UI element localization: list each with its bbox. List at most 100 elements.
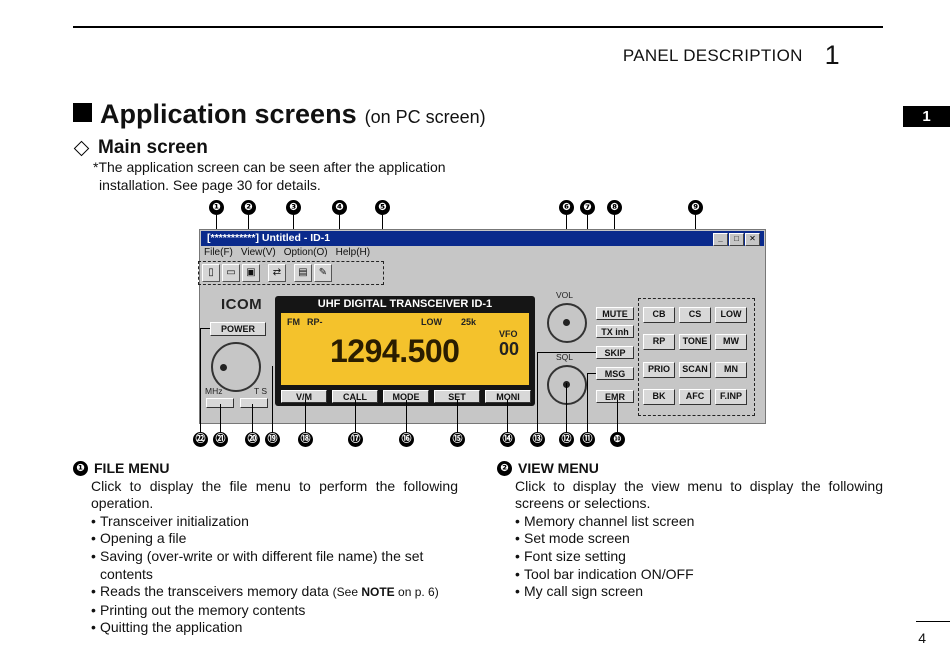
marker-4: ❹: [332, 200, 347, 215]
leader-20: [252, 404, 253, 432]
mw-button[interactable]: MW: [715, 334, 747, 350]
note-ref-bold: NOTE: [361, 585, 395, 600]
mhz-label: MHz: [205, 386, 223, 396]
mn-button[interactable]: MN: [715, 362, 747, 378]
marker-7: ❼: [580, 200, 595, 215]
msg-button[interactable]: MSG: [596, 367, 634, 380]
vm-button[interactable]: V/M: [281, 390, 327, 403]
sql-label: SQL: [556, 352, 574, 362]
minimize-icon[interactable]: _: [713, 233, 728, 246]
read-icon[interactable]: ⇄: [268, 264, 286, 282]
leader-13h: [537, 352, 596, 353]
low-button[interactable]: LOW: [715, 307, 747, 323]
marker-11: ⑪: [580, 432, 595, 447]
leader-22: [200, 328, 201, 432]
mute-button[interactable]: MUTE: [596, 307, 634, 320]
note-line-1: *The application screen can be seen afte…: [93, 159, 446, 175]
leader-17: [355, 400, 356, 432]
cs-button[interactable]: CS: [679, 307, 711, 323]
title-sub: (on PC screen): [364, 107, 486, 127]
menu-file[interactable]: File(F): [204, 247, 233, 258]
marker-3: ❸: [286, 200, 301, 215]
lcd-channel: 00: [499, 339, 520, 359]
leader-11: [587, 373, 588, 432]
vol-knob[interactable]: [547, 303, 587, 343]
menu-option[interactable]: Option(O): [283, 247, 328, 258]
leader-13: [537, 352, 538, 432]
title-main: Application screens: [100, 99, 357, 129]
tx-inh-button[interactable]: TX inh: [596, 325, 634, 338]
leader-12: [566, 383, 567, 432]
menu-bar: File(F) View(V) Option(O) Help(H): [204, 247, 370, 261]
skip-button[interactable]: SKIP: [596, 346, 634, 359]
window-titlebar: [***********] Untitled - ID-1 _ □ ✕: [201, 231, 764, 246]
top-rule: [73, 26, 883, 28]
leader-19: [272, 366, 273, 432]
finp-button[interactable]: F.INP: [715, 389, 747, 405]
bk-button[interactable]: BK: [643, 389, 675, 405]
lcd-mode: FM: [287, 317, 300, 327]
list-item: Font size setting: [515, 548, 883, 566]
sql-knob[interactable]: [547, 365, 587, 405]
section-title: PANEL DESCRIPTION: [622, 45, 803, 65]
view-menu-list: Memory channel list screen Set mode scre…: [497, 513, 883, 601]
prio-button[interactable]: PRIO: [643, 362, 675, 378]
tool-bar: ▯ ▭ ▣ ⇄ ▤ ✎: [202, 264, 332, 282]
leader-14: [507, 400, 508, 432]
settings-icon[interactable]: ✎: [314, 264, 332, 282]
lcd-vfo: VFO: [499, 329, 518, 339]
menu-view[interactable]: View(V): [240, 247, 276, 258]
view-menu-marker: ❷: [497, 461, 512, 477]
view-menu-section: ❷ VIEW MENU Click to display the view me…: [497, 460, 883, 601]
tone-button[interactable]: TONE: [679, 334, 711, 350]
rp-button[interactable]: RP: [643, 334, 675, 350]
marker-6: ❻: [559, 200, 574, 215]
menu-help[interactable]: Help(H): [335, 247, 371, 258]
emr-button[interactable]: EMR: [596, 390, 634, 403]
print-icon[interactable]: ▤: [294, 264, 312, 282]
view-menu-heading: ❷ VIEW MENU: [497, 460, 883, 478]
page-number: 4: [918, 630, 926, 646]
afc-button[interactable]: AFC: [679, 389, 711, 405]
new-file-icon[interactable]: ▯: [202, 264, 220, 282]
file-menu-description: Click to display the file menu to perfor…: [91, 477, 458, 512]
marker-22: ㉒: [193, 432, 208, 447]
marker-9: ❾: [688, 200, 703, 215]
lcd-shift: RP-: [307, 317, 323, 327]
view-menu-description: Click to display the view menu to displa…: [515, 477, 883, 512]
window-title: [***********] Untitled - ID-1: [207, 232, 331, 244]
moni-button[interactable]: MONI: [485, 390, 531, 403]
subheading: Main screen: [73, 137, 208, 159]
scan-button[interactable]: SCAN: [679, 362, 711, 378]
main-dial[interactable]: [211, 342, 261, 392]
leader-22h: [200, 328, 210, 329]
leader-15: [457, 400, 458, 432]
open-folder-icon[interactable]: ▭: [222, 264, 240, 282]
power-button[interactable]: POWER: [210, 322, 266, 336]
marker-17: ⑰: [348, 432, 363, 447]
lcd-step: 25k: [461, 317, 477, 327]
cb-button[interactable]: CB: [643, 307, 675, 323]
leader-18: [305, 400, 306, 432]
close-icon[interactable]: ✕: [745, 233, 760, 246]
window-controls: _ □ ✕: [713, 233, 760, 246]
square-bullet-icon: [73, 103, 92, 122]
vol-label: VOL: [556, 290, 574, 300]
list-item: Set mode screen: [515, 530, 883, 548]
save-icon[interactable]: ▣: [242, 264, 260, 282]
marker-14: ⑭: [500, 432, 515, 447]
ts-button[interactable]: [240, 398, 268, 408]
marker-8: ❽: [607, 200, 622, 215]
maximize-icon[interactable]: □: [729, 233, 744, 246]
list-item: Transceiver initialization: [91, 513, 458, 531]
list-item: My call sign screen: [515, 583, 883, 601]
file-menu-title: FILE MENU: [94, 460, 170, 476]
icom-logo: ICOM: [221, 296, 263, 313]
list-item: Quitting the application: [91, 619, 458, 637]
radio-title: UHF DIGITAL TRANSCEIVER ID-1: [317, 298, 493, 310]
marker-13: ⑬: [530, 432, 545, 447]
view-menu-title: VIEW MENU: [518, 460, 599, 476]
lcd-display: FM RP- LOW 25k VFO 00 1294.500: [281, 313, 529, 385]
chapter-number: 1: [824, 40, 840, 70]
lcd-power: LOW: [421, 317, 442, 327]
